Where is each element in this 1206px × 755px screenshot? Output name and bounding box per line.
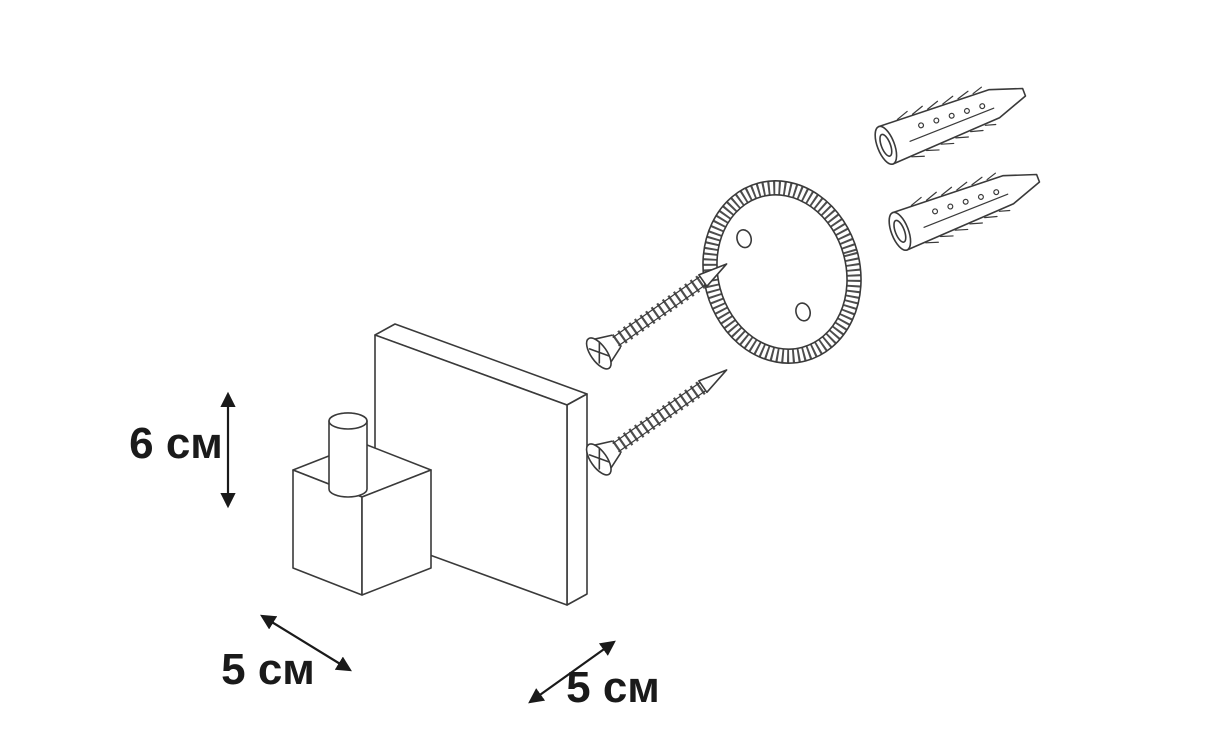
width-dimension-label: 5 см [566,663,660,712]
drawing-root: 6 см 5 см 5 см [129,69,1048,712]
screw-illustration-2 [582,355,737,479]
hook-peg-illustration [328,412,368,498]
depth-dimension-arrow [260,614,352,672]
hook-body-illustration [292,442,432,596]
depth-dimension-label: 5 см [221,645,315,694]
plate-screw-hole [736,228,753,249]
depth-dimension: 5 см [221,614,352,694]
mounting-plate-illustration [702,180,862,364]
height-dimension-label: 6 см [129,419,223,468]
height-dimension: 6 см [129,391,236,509]
width-dimension: 5 см [528,640,660,712]
wall-anchor-illustration-1 [868,69,1034,172]
wall-anchor-illustration-2 [882,155,1048,258]
plate-screw-hole [795,302,811,322]
width-dimension-arrow [528,640,616,704]
